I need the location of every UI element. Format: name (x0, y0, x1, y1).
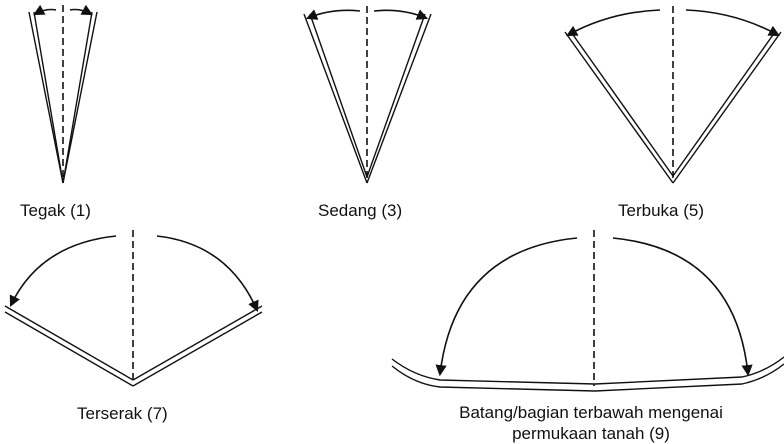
stem-lower-line (391, 363, 784, 392)
stem-upper-line (391, 356, 784, 385)
stem-left-outer (303, 13, 368, 184)
stem-right-inner (366, 13, 426, 178)
stem-right-outer (62, 11, 98, 184)
figure-label-line2: permukaan tanah (9) (512, 424, 670, 443)
figure-label: Terbuka (5) (618, 201, 704, 220)
spread-arrow-right (685, 9, 780, 37)
spread-arrow-left (566, 9, 661, 37)
spread-arrow-left (9, 235, 117, 308)
stem-left-inner (33, 11, 64, 184)
stem-right-outer (672, 31, 782, 184)
stem-left-outer (564, 31, 674, 184)
stem-left-inner (570, 31, 674, 177)
figure-batang: Batang/bagian terbawah mengenai permukaa… (391, 230, 784, 443)
spread-arrow-left (305, 9, 361, 20)
stem-left-outer (4, 311, 134, 387)
stem-right-outer (366, 13, 432, 184)
figure-terserak: Terserak (7) (4, 230, 263, 423)
stem-right-outer (132, 311, 263, 387)
stem-left-inner (4, 305, 134, 381)
spread-arrow-left (435, 237, 578, 377)
figure-label: Terserak (7) (77, 404, 168, 423)
stem-right-inner (62, 11, 93, 184)
spread-arrow-left (33, 4, 57, 16)
figure-sedang: Sedang (3) (303, 6, 432, 220)
stem-right-inner (132, 305, 263, 381)
spread-arrow-right (156, 235, 259, 313)
figure-tegak: Tegak (1) (20, 4, 98, 220)
stem-right-inner (672, 31, 776, 177)
spread-arrow-right (612, 237, 753, 377)
figure-label: Tegak (1) (20, 201, 91, 220)
spread-arrow-right (69, 4, 93, 16)
stem-left-inner (309, 13, 368, 178)
figure-label-line1: Batang/bagian terbawah mengenai (459, 403, 723, 422)
spread-arrow-right (373, 9, 429, 20)
figure-terbuka: Terbuka (5) (564, 6, 782, 220)
figure-label: Sedang (3) (318, 201, 402, 220)
stem-left-outer (28, 11, 64, 184)
